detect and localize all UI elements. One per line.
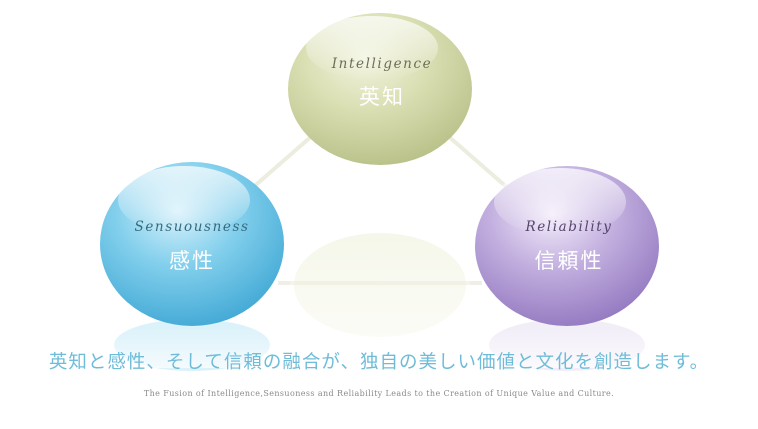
intelligence-label-jp: 英知: [359, 85, 405, 109]
reliability-label-en: Reliability: [524, 219, 612, 235]
sensuousness-label-en: Sensuousness: [134, 219, 249, 235]
tagline-en: The Fusion of Intelligence,Sensuoness an…: [143, 389, 615, 398]
intelligence-shine: [306, 16, 438, 80]
node-intelligence: Intelligence 英知: [288, 13, 472, 165]
connector-intelligence-sensuousness: [248, 133, 315, 192]
tagline-jp: 英知と感性、そして信頼の融合が、独自の美しい価値と文化を創造します。: [48, 352, 710, 373]
node-reliability: Reliability 信頼性: [475, 166, 659, 326]
node-sensuousness: Sensuousness 感性: [100, 162, 284, 326]
connector-intelligence-reliability: [445, 133, 512, 192]
reliability-shine: [494, 168, 626, 236]
intelligence-label-en: Intelligence: [331, 56, 432, 72]
reliability-label-jp: 信頼性: [535, 249, 604, 273]
sensuousness-shine: [118, 166, 250, 234]
sensuousness-label-jp: 感性: [169, 249, 215, 273]
